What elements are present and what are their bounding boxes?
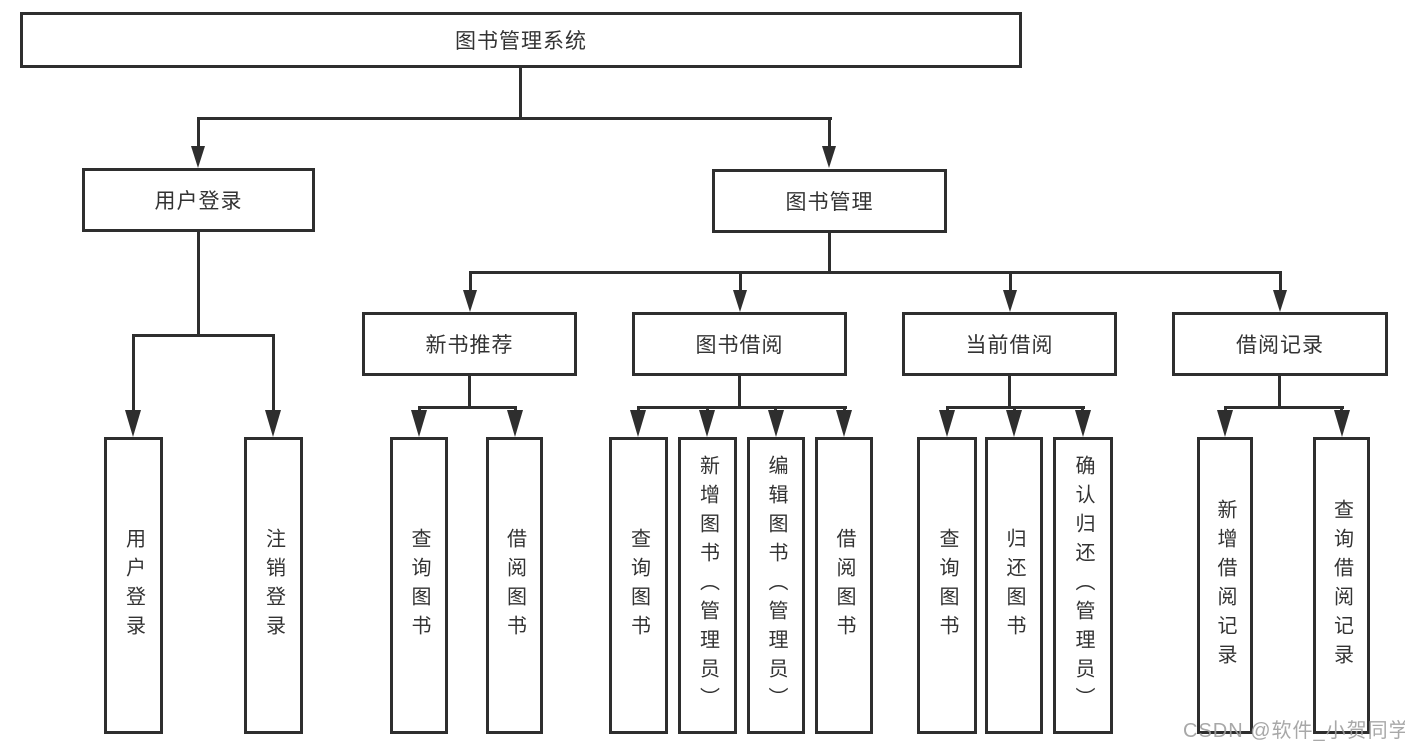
leaf-borrow-books-borrow: 借阅图书 <box>815 437 873 734</box>
leaf-query-books-current: 查询图书 <box>917 437 977 734</box>
arrowhead-down <box>836 410 852 437</box>
node-root-library-system: 图书管理系统 <box>20 12 1022 68</box>
leaf-label: 借阅图书 <box>833 527 855 644</box>
node-borrowing-records: 借阅记录 <box>1172 312 1388 376</box>
connector-shaft-current <box>1009 271 1012 293</box>
connector-shaft-user-login <box>197 117 200 149</box>
connector-newbook-stem <box>468 375 471 409</box>
connector-shaft-leaf <box>272 334 275 414</box>
arrowhead-down <box>265 410 281 437</box>
leaf-add-book-admin: 新增图书（管理员） <box>678 437 737 734</box>
node-new-book-recommend: 新书推荐 <box>362 312 577 376</box>
connector-borrow-stem <box>738 375 741 409</box>
leaf-label: 查询图书 <box>408 527 430 644</box>
leaf-label: 借阅图书 <box>503 527 526 644</box>
arrowhead-down <box>1006 410 1022 437</box>
arrowhead-down <box>507 410 523 437</box>
arrowhead-down <box>699 410 715 437</box>
leaf-label: 编辑图书（管理员） <box>765 455 787 716</box>
leaf-label: 新增借阅记录 <box>1214 498 1236 673</box>
arrowhead-down <box>1003 290 1017 312</box>
connector-shaft-leaf <box>132 334 135 414</box>
arrowhead-down <box>463 290 477 312</box>
leaf-label: 归还图书 <box>1003 527 1025 644</box>
leaf-query-books-borrow: 查询图书 <box>609 437 668 734</box>
connector-shaft-records <box>1279 271 1282 293</box>
leaf-user-login: 用户登录 <box>104 437 163 734</box>
leaf-add-borrow-record: 新增借阅记录 <box>1197 437 1253 734</box>
arrowhead-down <box>733 290 747 312</box>
leaf-label: 确认归还（管理员） <box>1072 455 1094 716</box>
node-user-login: 用户登录 <box>82 168 315 232</box>
connector-root-crossbar <box>197 117 832 120</box>
node-label: 用户登录 <box>154 190 243 213</box>
connector-records-crossbar <box>1224 406 1344 409</box>
arrowhead-down <box>822 146 836 168</box>
connector-borrow-crossbar <box>637 406 847 409</box>
node-label: 新书推荐 <box>425 334 514 357</box>
arrowhead-down <box>768 410 784 437</box>
leaf-label: 新增图书（管理员） <box>696 455 719 716</box>
connector-mgmt-stem <box>828 233 831 273</box>
node-label: 借阅记录 <box>1236 334 1324 357</box>
arrowhead-down <box>1334 410 1350 437</box>
connector-root-stem <box>519 68 522 118</box>
leaf-edit-book-admin: 编辑图书（管理员） <box>747 437 805 734</box>
leaf-logout: 注销登录 <box>244 437 303 734</box>
connector-shaft-borrow <box>739 271 742 293</box>
leaf-label: 查询图书 <box>627 527 650 644</box>
arrowhead-down <box>939 410 955 437</box>
connector-login-stem <box>197 232 200 336</box>
node-book-borrowing: 图书借阅 <box>632 312 847 376</box>
leaf-return-books: 归还图书 <box>985 437 1043 734</box>
connector-records-stem <box>1278 375 1281 409</box>
node-current-borrowing: 当前借阅 <box>902 312 1117 376</box>
leaf-query-books-newbook: 查询图书 <box>390 437 448 734</box>
arrowhead-down <box>1075 410 1091 437</box>
node-label: 图书管理系统 <box>455 30 587 53</box>
arrowhead-down <box>191 146 205 168</box>
connector-shaft-book-mgmt <box>828 117 831 149</box>
leaf-confirm-return-admin: 确认归还（管理员） <box>1053 437 1113 734</box>
arrowhead-down <box>1217 410 1233 437</box>
connector-login-crossbar <box>132 334 275 337</box>
leaf-label: 查询图书 <box>936 527 958 644</box>
connector-newbook-crossbar <box>418 406 517 409</box>
node-label: 图书管理 <box>785 191 874 214</box>
arrowhead-down <box>630 410 646 437</box>
leaf-borrow-books-newbook: 借阅图书 <box>486 437 543 734</box>
node-label: 当前借阅 <box>965 334 1054 357</box>
connector-shaft-newbook <box>469 271 472 293</box>
node-label: 图书借阅 <box>695 334 784 357</box>
node-book-management: 图书管理 <box>712 169 947 233</box>
csdn-watermark: CSDN @软件_小贺同学 <box>1183 720 1405 742</box>
arrowhead-down <box>125 410 141 437</box>
leaf-label: 注销登录 <box>262 527 285 644</box>
leaf-query-borrow-record: 查询借阅记录 <box>1313 437 1370 734</box>
connector-mgmt-crossbar <box>469 271 1282 274</box>
leaf-label: 查询借阅记录 <box>1330 498 1353 673</box>
leaf-label: 用户登录 <box>122 527 145 644</box>
arrowhead-down <box>411 410 427 437</box>
arrowhead-down <box>1273 290 1287 312</box>
connector-current-stem <box>1008 375 1011 409</box>
